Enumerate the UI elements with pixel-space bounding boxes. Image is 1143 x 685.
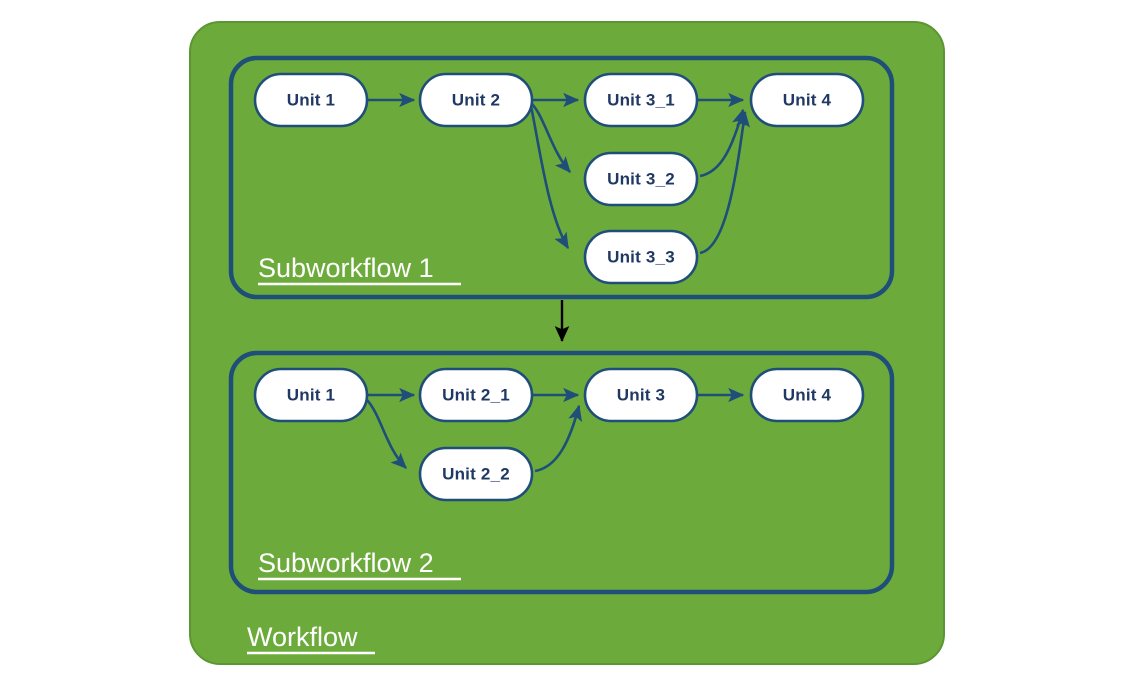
sw1-unit-2-node[interactable]: Unit 2	[418, 72, 534, 128]
sw2-unit-2-2-node[interactable]: Unit 2_2	[418, 446, 534, 502]
sw2-unit-2-2-label: Unit 2_2	[442, 464, 510, 483]
sw2-unit-2-1-node[interactable]: Unit 2_1	[418, 367, 534, 423]
workflow-group-label: Workflow	[247, 622, 358, 652]
subworkflow-1-edges	[367, 92, 751, 255]
sw1-unit-3-3-label: Unit 3_3	[607, 247, 675, 266]
subworkflow-1-label: Subworkflow 1	[258, 253, 434, 283]
sw1-unit-3-1-node[interactable]: Unit 3_1	[583, 72, 699, 128]
subworkflow-2-group[interactable]: Subworkflow 2 Unit 1 Unit 2_1	[228, 350, 895, 595]
sw1-unit-4-node[interactable]: Unit 4	[749, 72, 865, 128]
sw2-unit-3-shape	[583, 367, 699, 423]
workflow-group-background	[189, 21, 945, 665]
subworkflow-2-edges	[366, 387, 745, 473]
subworkflow-1-group[interactable]: Subworkflow 1 Unit 1 Unit 2	[228, 55, 895, 300]
subworkflow-2-label: Subworkflow 2	[258, 548, 434, 578]
edge-sw1-unit-3-3-to-unit-4	[699, 110, 751, 255]
sw2-unit-3-node[interactable]: Unit 3	[583, 367, 699, 423]
sw2-unit-2-1-label: Unit 2_1	[442, 385, 510, 404]
workflow-group[interactable]: Workflow	[189, 21, 945, 665]
sw2-unit-2-2-shape	[418, 446, 534, 502]
sw2-unit-4-shape	[749, 367, 865, 423]
sw1-unit-4-label: Unit 4	[783, 90, 832, 109]
sw2-unit-2-1-shape	[418, 367, 534, 423]
sw1-unit-1-shape	[253, 72, 369, 128]
sw1-unit-3-3-node[interactable]: Unit 3_3	[583, 229, 699, 285]
edge-sw2-unit-1-to-unit-2-2	[366, 399, 407, 469]
sw2-unit-3-label: Unit 3	[617, 385, 665, 404]
subworkflow-2-border	[228, 350, 895, 595]
sw2-unit-4-label: Unit 4	[783, 385, 832, 404]
sw1-unit-1-label: Unit 1	[287, 90, 335, 109]
subworkflow-1-border	[228, 55, 895, 300]
sw1-unit-3-2-label: Unit 3_2	[607, 169, 675, 188]
sw2-unit-1-node[interactable]: Unit 1	[253, 367, 369, 423]
sw1-unit-2-shape	[418, 72, 534, 128]
sw1-unit-3-3-shape	[583, 229, 699, 285]
sw2-unit-4-node[interactable]: Unit 4	[749, 367, 865, 423]
sw2-unit-1-shape	[253, 367, 369, 423]
sw1-unit-3-2-node[interactable]: Unit 3_2	[583, 151, 699, 207]
sw1-unit-2-label: Unit 2	[452, 90, 500, 109]
edge-sw1-unit-2-to-unit-3-2	[531, 103, 571, 173]
sw1-unit-3-1-shape	[583, 72, 699, 128]
edge-sw1-unit-2-to-unit-3-3	[529, 105, 570, 250]
sw1-unit-3-2-shape	[583, 151, 699, 207]
sw1-unit-3-1-label: Unit 3_1	[607, 90, 675, 109]
edge-sw2-unit-2-2-to-unit-3	[534, 404, 583, 473]
sw1-unit-4-shape	[749, 72, 865, 128]
sw2-unit-1-label: Unit 1	[287, 385, 335, 404]
sw1-unit-1-node[interactable]: Unit 1	[253, 72, 369, 128]
